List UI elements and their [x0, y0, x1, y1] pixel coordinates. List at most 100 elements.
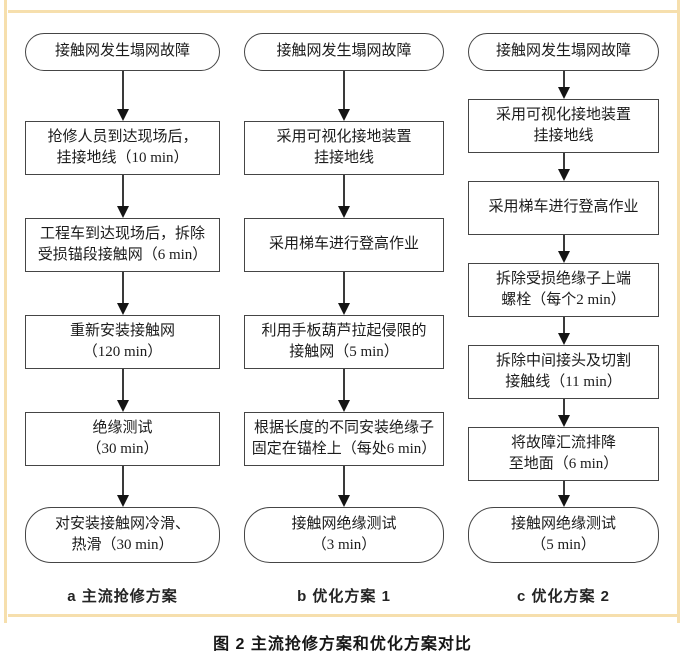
- node-text: 螺栓（每个2 min）: [501, 292, 626, 308]
- arrow-shaft: [121, 369, 124, 400]
- arrow-head: [338, 400, 350, 412]
- arrow-down-icon: [337, 466, 351, 507]
- node-text: 接触网发生塌网故障: [495, 43, 631, 60]
- flow-step-node: 拆除受损绝缘子上端 螺栓（每个2 min）: [468, 263, 659, 317]
- flow-step-node: 采用梯车进行登高作业: [244, 218, 444, 272]
- column-label-b: b 优化方案 1: [297, 588, 391, 605]
- node-text: 拆除中间接头及切割: [495, 352, 631, 369]
- node-text: 抢修人员到达现场后，: [47, 128, 198, 145]
- node-text: （3 min）: [311, 537, 377, 553]
- arrow-head: [116, 206, 129, 218]
- node-text: （5 min）: [531, 537, 596, 553]
- arrow-head: [557, 333, 570, 345]
- flow-step-node: 重新安装接触网 （120 min）: [25, 315, 220, 369]
- arrow-head: [116, 495, 129, 507]
- arrow-down-icon: [337, 369, 351, 412]
- arrow-down-icon: [557, 235, 571, 263]
- arrow-shaft: [121, 71, 124, 109]
- arrow-shaft: [562, 399, 565, 415]
- flow-step-node: 将故障汇流排降 至地面（6 min）: [468, 427, 659, 481]
- arrow-shaft: [343, 466, 345, 495]
- column-label-a: a 主流抢修方案: [67, 588, 178, 605]
- figure-frame-left-rule: [4, 0, 7, 623]
- arrow-head: [338, 206, 350, 218]
- arrow-head: [116, 400, 129, 412]
- arrow-head: [116, 303, 129, 315]
- arrow-down-icon: [116, 369, 130, 412]
- flow-start-node: 接触网发生塌网故障: [244, 33, 444, 71]
- arrow-shaft: [121, 466, 124, 495]
- flow-column-b: 接触网发生塌网故障 采用可视化接地装置 挂接地线 采用梯车进行登高作业 利用手板…: [244, 13, 444, 606]
- node-text: 对安装接触网冷滑、: [54, 515, 190, 532]
- arrow-down-icon: [557, 399, 571, 427]
- arrow-down-icon: [557, 317, 571, 345]
- flow-step-node: 利用手板葫芦拉起侵限的 接触网（5 min）: [244, 315, 444, 369]
- node-text: 接触网发生塌网故障: [276, 43, 412, 60]
- node-text: 采用可视化接地装置: [495, 106, 631, 123]
- flow-end-node: 接触网绝缘测试 （3 min）: [244, 507, 444, 563]
- node-text: 采用可视化接地装置: [276, 128, 412, 145]
- arrow-down-icon: [557, 71, 571, 99]
- arrow-shaft: [562, 153, 565, 169]
- node-text: 利用手板葫芦拉起侵限的: [261, 322, 427, 339]
- arrow-down-icon: [337, 175, 351, 218]
- node-text: 固定在锚栓上（每处6 min）: [251, 441, 437, 457]
- arrow-shaft: [343, 175, 345, 206]
- node-text: 挂接地线（10 min）: [56, 150, 189, 166]
- column-label-c: c 优化方案 2: [516, 588, 611, 605]
- arrow-head: [338, 495, 350, 507]
- arrow-head: [557, 87, 570, 99]
- figure-caption: 图 2 主流抢修方案和优化方案对比: [213, 636, 472, 653]
- node-text: 接触线（11 min）: [505, 374, 622, 390]
- node-text: 热滑（30 min）: [71, 537, 174, 553]
- node-text: 重新安装接触网: [69, 322, 175, 339]
- arrow-head: [338, 109, 350, 121]
- arrow-down-icon: [116, 175, 130, 218]
- arrow-head: [338, 303, 350, 315]
- arrow-head: [557, 495, 570, 507]
- node-text: 至地面（6 min）: [508, 456, 619, 472]
- flow-step-node: 根据长度的不同安装绝缘子 固定在锚栓上（每处6 min）: [244, 412, 444, 466]
- arrow-down-icon: [337, 71, 351, 121]
- arrow-shaft: [121, 272, 124, 303]
- arrow-down-icon: [557, 481, 571, 507]
- flow-end-node: 对安装接触网冷滑、 热滑（30 min）: [25, 507, 220, 563]
- arrow-shaft: [562, 317, 565, 333]
- node-text: 拆除受损绝缘子上端: [495, 270, 631, 287]
- node-text: （120 min）: [82, 344, 163, 360]
- node-text: 绝缘测试: [92, 419, 153, 436]
- node-text: 挂接地线: [313, 150, 374, 166]
- flow-step-node: 拆除中间接头及切割 接触线（11 min）: [468, 345, 659, 399]
- arrow-head: [557, 251, 570, 263]
- arrow-shaft: [343, 272, 345, 303]
- arrow-down-icon: [557, 153, 571, 181]
- node-text: 接触网发生塌网故障: [54, 43, 190, 60]
- node-text: 采用梯车进行登高作业: [268, 236, 419, 253]
- arrow-shaft: [121, 175, 124, 206]
- node-text: 根据长度的不同安装绝缘子: [253, 419, 434, 436]
- flow-column-a: 接触网发生塌网故障 抢修人员到达现场后， 挂接地线（10 min） 工程车到达现…: [25, 13, 220, 606]
- arrow-down-icon: [116, 466, 130, 507]
- arrow-head: [557, 415, 570, 427]
- flow-end-node: 接触网绝缘测试 （5 min）: [468, 507, 659, 563]
- node-text: 接触网绝缘测试: [510, 515, 616, 532]
- figure-frame-right-rule: [677, 0, 680, 623]
- flow-step-node: 采用可视化接地装置 挂接地线: [244, 121, 444, 175]
- flow-start-node: 接触网发生塌网故障: [468, 33, 659, 71]
- node-text: 受损锚段接触网（6 min）: [37, 247, 208, 263]
- flow-step-node: 抢修人员到达现场后， 挂接地线（10 min）: [25, 121, 220, 175]
- flow-step-node: 采用可视化接地装置 挂接地线: [468, 99, 659, 153]
- arrow-shaft: [343, 369, 345, 400]
- arrow-shaft: [562, 71, 565, 87]
- arrow-head: [557, 169, 570, 181]
- flow-step-node: 采用梯车进行登高作业: [468, 181, 659, 235]
- figure-frame-bottom-rule: [8, 614, 677, 617]
- arrow-shaft: [343, 71, 345, 109]
- arrow-head: [116, 109, 129, 121]
- arrow-down-icon: [116, 272, 130, 315]
- flow-column-c: 接触网发生塌网故障 采用可视化接地装置 挂接地线 采用梯车进行登高作业 拆除受损…: [468, 13, 659, 606]
- node-text: （30 min）: [86, 441, 159, 457]
- flow-step-node: 绝缘测试 （30 min）: [25, 412, 220, 466]
- arrow-down-icon: [116, 71, 130, 121]
- node-text: 接触网绝缘测试: [291, 515, 397, 532]
